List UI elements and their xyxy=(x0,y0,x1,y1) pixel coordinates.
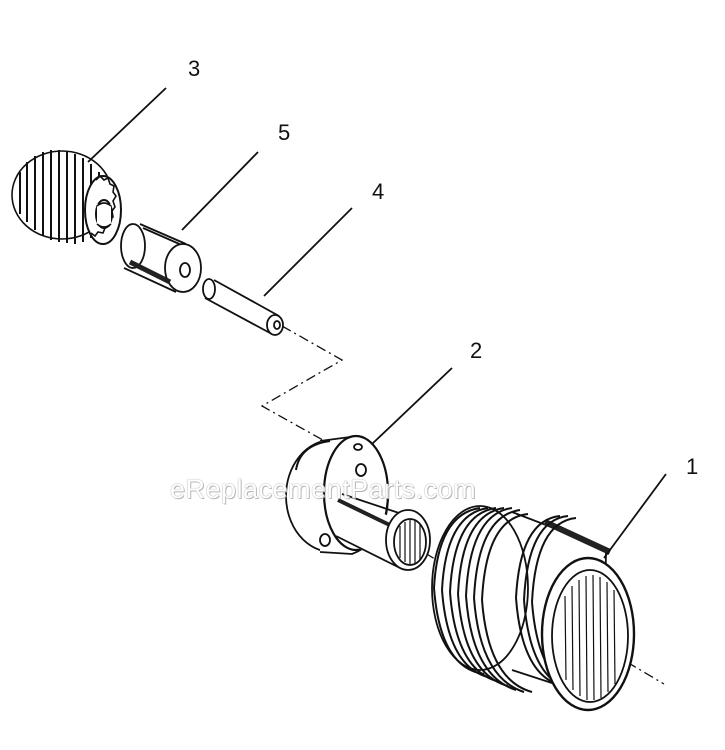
callout-1: 1 xyxy=(686,454,699,479)
callout-3: 3 xyxy=(188,56,201,81)
leader-line-4 xyxy=(263,207,353,297)
flanged-housing-part-2 xyxy=(285,434,431,571)
gear-part-3 xyxy=(11,150,122,245)
spacer-part-5 xyxy=(120,223,202,293)
leader-line-5 xyxy=(181,151,259,231)
threaded-cylinder-part-1 xyxy=(431,505,636,712)
leader-line-1 xyxy=(603,473,667,559)
callout-4: 4 xyxy=(372,179,385,204)
leader-line-2 xyxy=(371,367,453,445)
watermark-text: eReplacementParts.com xyxy=(170,474,477,504)
leader-line-3 xyxy=(87,87,167,163)
leader-lines xyxy=(87,87,667,559)
callout-2: 2 xyxy=(470,338,483,363)
pin-part-4 xyxy=(202,278,284,336)
callout-5: 5 xyxy=(278,120,291,145)
